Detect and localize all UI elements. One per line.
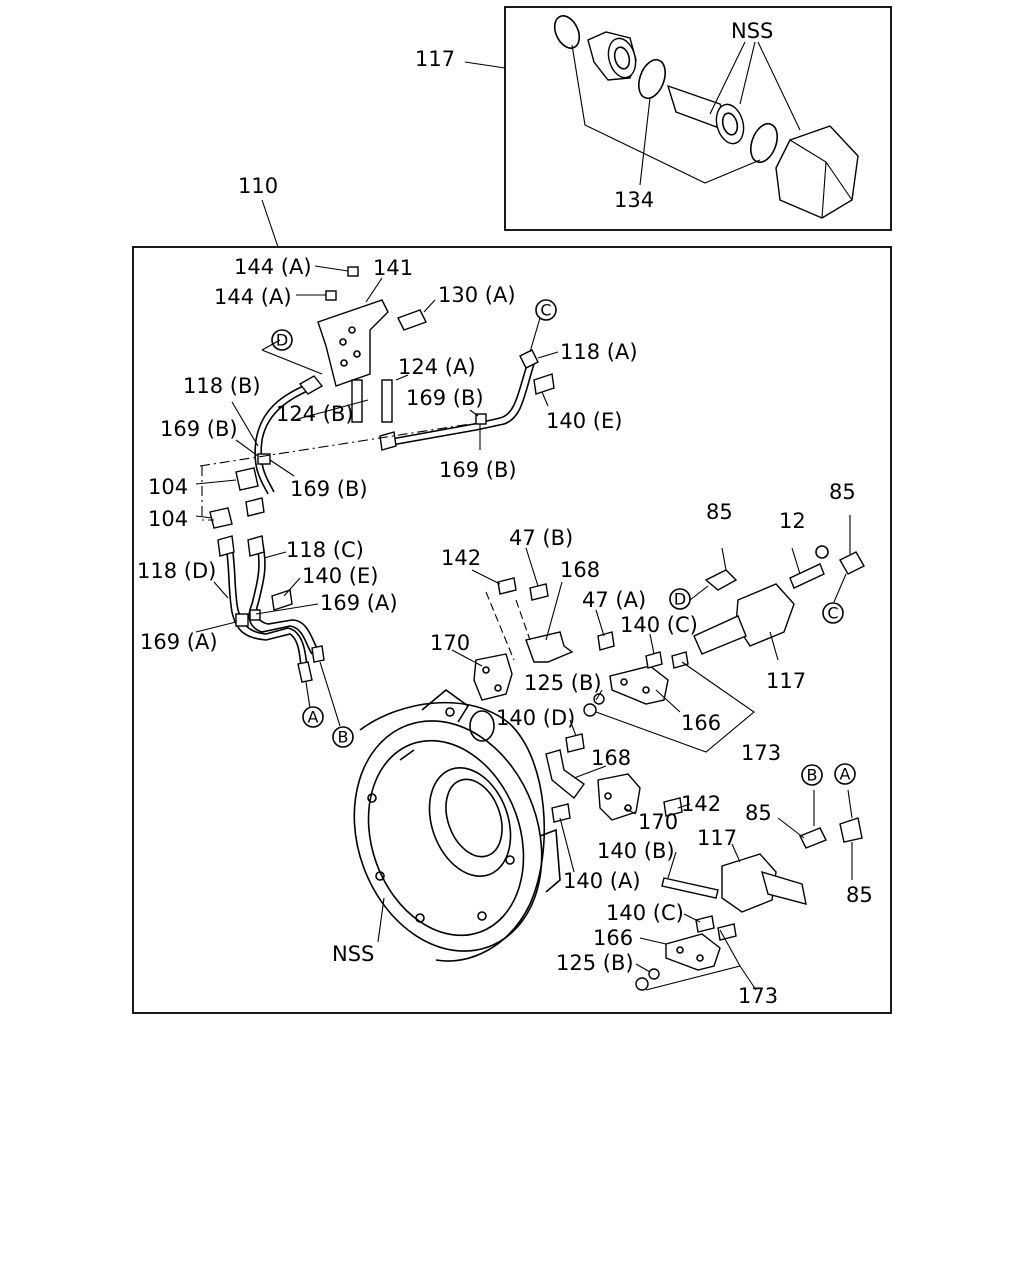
label-140e-2: 140 (E) (302, 564, 378, 588)
inset-frame (504, 6, 892, 231)
pipe-118c (248, 539, 313, 655)
label-134: 134 (614, 188, 654, 212)
label-130a: 130 (A) (438, 283, 516, 307)
circle-marker-b-1: B (332, 726, 354, 748)
label-47b: 47 (B) (509, 526, 573, 550)
label-169b-1: 169 (B) (406, 386, 484, 410)
label-85-2: 85 (829, 480, 856, 504)
label-140c-1: 140 (C) (620, 613, 698, 637)
pipe-118a (385, 361, 529, 441)
circle-marker-a-2: A (834, 763, 856, 785)
label-168-2: 168 (591, 746, 631, 770)
label-125b-1: 125 (B) (524, 671, 602, 695)
label-nss-bottom: NSS (332, 942, 374, 966)
svg-text:B: B (338, 728, 349, 747)
circle-marker-b-2: B (801, 764, 823, 786)
label-169a-1: 169 (A) (320, 591, 398, 615)
label-110: 110 (238, 174, 278, 198)
svg-text:A: A (840, 765, 851, 784)
label-118d: 118 (D) (137, 559, 216, 583)
svg-text:A: A (308, 708, 319, 727)
label-124b: 124 (B) (276, 402, 354, 426)
label-85-4: 85 (846, 883, 873, 907)
label-144a-2: 144 (A) (214, 285, 292, 309)
label-140a: 140 (A) (563, 869, 641, 893)
label-140d: 140 (D) (496, 706, 575, 730)
circle-marker-a-1: A (302, 706, 324, 728)
label-104-2: 104 (148, 507, 188, 531)
inset-assembly (464, 15, 859, 219)
label-166-1: 166 (681, 711, 721, 735)
label-117-low: 117 (697, 826, 737, 850)
label-170-2: 170 (638, 810, 678, 834)
label-125b-2: 125 (B) (556, 951, 634, 975)
circle-marker-d-1: D (271, 329, 293, 351)
svg-text:C: C (827, 604, 838, 623)
label-169b-2: 169 (B) (160, 417, 238, 441)
pipe-118b (254, 381, 313, 495)
circle-marker-c-2: C (822, 602, 844, 624)
label-169b-3: 169 (B) (439, 458, 517, 482)
label-141: 141 (373, 256, 413, 280)
label-173-2: 173 (738, 984, 778, 1008)
label-47a: 47 (A) (582, 588, 646, 612)
label-169a-2: 169 (A) (140, 630, 218, 654)
bracket-141 (317, 299, 389, 387)
main-frame (132, 246, 892, 1014)
label-85-3: 85 (745, 801, 772, 825)
circle-marker-d-2: D (669, 588, 691, 610)
label-166-2: 166 (593, 926, 633, 950)
label-104-1: 104 (148, 475, 188, 499)
svg-text:C: C (540, 301, 551, 320)
svg-text:D: D (674, 590, 686, 609)
label-140e-1: 140 (E) (546, 409, 622, 433)
label-168-1: 168 (560, 558, 600, 582)
label-118b: 118 (B) (183, 374, 261, 398)
label-140c-2: 140 (C) (606, 901, 684, 925)
label-nss-inset: NSS (731, 19, 773, 43)
label-170-1: 170 (430, 631, 470, 655)
pipe-118d (225, 545, 303, 677)
label-118a: 118 (A) (560, 340, 638, 364)
label-169b-4: 169 (B) (290, 477, 368, 501)
circle-marker-c-1: C (535, 299, 557, 321)
label-173-1: 173 (741, 741, 781, 765)
label-142-1: 142 (441, 546, 481, 570)
label-142-2: 142 (681, 792, 721, 816)
flywheel-housing (353, 688, 561, 962)
label-118c: 118 (C) (286, 538, 364, 562)
label-117-mid: 117 (766, 669, 806, 693)
label-144a-1: 144 (A) (234, 255, 312, 279)
label-140b: 140 (B) (597, 839, 675, 863)
label-12: 12 (779, 509, 806, 533)
svg-text:D: D (276, 331, 288, 350)
label-117-inset: 117 (415, 47, 455, 71)
label-85-1: 85 (706, 500, 733, 524)
svg-text:B: B (807, 766, 818, 785)
label-124a: 124 (A) (398, 355, 476, 379)
